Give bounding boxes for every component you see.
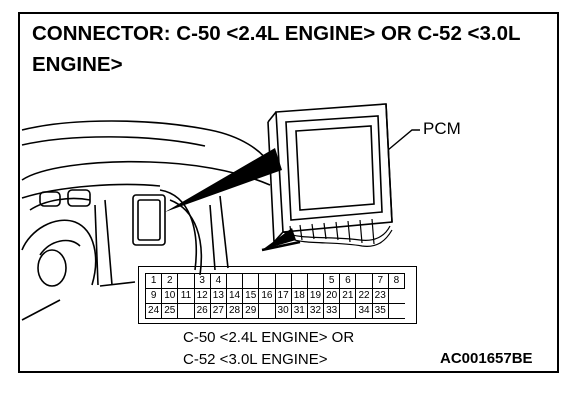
pin-gap xyxy=(274,273,292,289)
pin-5: 5 xyxy=(323,273,341,289)
connector-caption-line-2: C-52 <3.0L ENGINE> xyxy=(183,351,328,368)
pin-14: 14 xyxy=(225,288,244,304)
pin-22: 22 xyxy=(355,288,373,304)
pin-24: 24 xyxy=(144,303,163,319)
pin-gap xyxy=(290,273,308,289)
pointer-wedge xyxy=(165,148,282,212)
pin-6: 6 xyxy=(339,273,357,289)
pin-19: 19 xyxy=(306,288,325,304)
pin-2: 2 xyxy=(161,273,179,289)
pin-13: 13 xyxy=(209,288,227,304)
pin-gap xyxy=(258,273,276,289)
pin-12: 12 xyxy=(193,288,211,304)
pin-25: 25 xyxy=(161,303,179,319)
pin-8: 8 xyxy=(387,273,406,289)
pin-gap xyxy=(177,303,195,319)
pin-7: 7 xyxy=(371,273,389,289)
pin-1: 1 xyxy=(144,273,163,289)
pin-gap xyxy=(306,273,325,289)
pin-26: 26 xyxy=(193,303,211,319)
pin-33: 33 xyxy=(323,303,341,319)
connector-outline xyxy=(138,266,417,324)
pin-3: 3 xyxy=(193,273,211,289)
connector-row-2: 9 10 11 12 13 14 15 16 17 18 19 20 21 22… xyxy=(144,288,405,304)
pin-18: 18 xyxy=(290,288,308,304)
connector-row-1: 1 2 3 4 5 6 7 8 xyxy=(144,273,406,289)
pcm-label: PCM xyxy=(423,119,461,138)
pin-20: 20 xyxy=(323,288,341,304)
pin-31: 31 xyxy=(290,303,308,319)
pin-17: 17 xyxy=(274,288,292,304)
figure-frame xyxy=(18,12,559,373)
pin-9: 9 xyxy=(144,288,163,304)
pin-35: 35 xyxy=(371,303,389,319)
pin-32: 32 xyxy=(306,303,325,319)
pin-27: 27 xyxy=(209,303,227,319)
pin-gap xyxy=(242,273,260,289)
figure-code: AC001657BE xyxy=(440,350,533,367)
pin-11: 11 xyxy=(177,288,195,304)
pin-30: 30 xyxy=(274,303,292,319)
pin-10: 10 xyxy=(161,288,179,304)
pin-gap xyxy=(258,303,276,319)
pin-16: 16 xyxy=(258,288,276,304)
pin-21: 21 xyxy=(339,288,357,304)
connector-row-3: 24 25 26 27 28 29 30 31 32 33 34 35 xyxy=(144,303,405,319)
pin-gap xyxy=(339,303,357,319)
pin-gap xyxy=(225,273,244,289)
pin-29: 29 xyxy=(242,303,260,319)
pin-28: 28 xyxy=(225,303,244,319)
page-title: CONNECTOR: C-50 <2.4L ENGINE> OR C-52 <3… xyxy=(32,22,521,76)
pin-23: 23 xyxy=(371,288,389,304)
pin-gap xyxy=(177,273,195,289)
connector-caption-line-1: C-50 <2.4L ENGINE> OR xyxy=(183,329,355,346)
pin-34: 34 xyxy=(355,303,373,319)
connector-arrow xyxy=(262,228,296,250)
pin-gap xyxy=(355,273,373,289)
connector-pin-grid: 1 2 3 4 5 6 7 8 9 10 11 12 13 14 15 16 1… xyxy=(144,273,406,319)
pin-15: 15 xyxy=(242,288,260,304)
pin-gap xyxy=(388,288,405,304)
pin-4: 4 xyxy=(209,273,227,289)
pin-gap xyxy=(388,303,405,319)
